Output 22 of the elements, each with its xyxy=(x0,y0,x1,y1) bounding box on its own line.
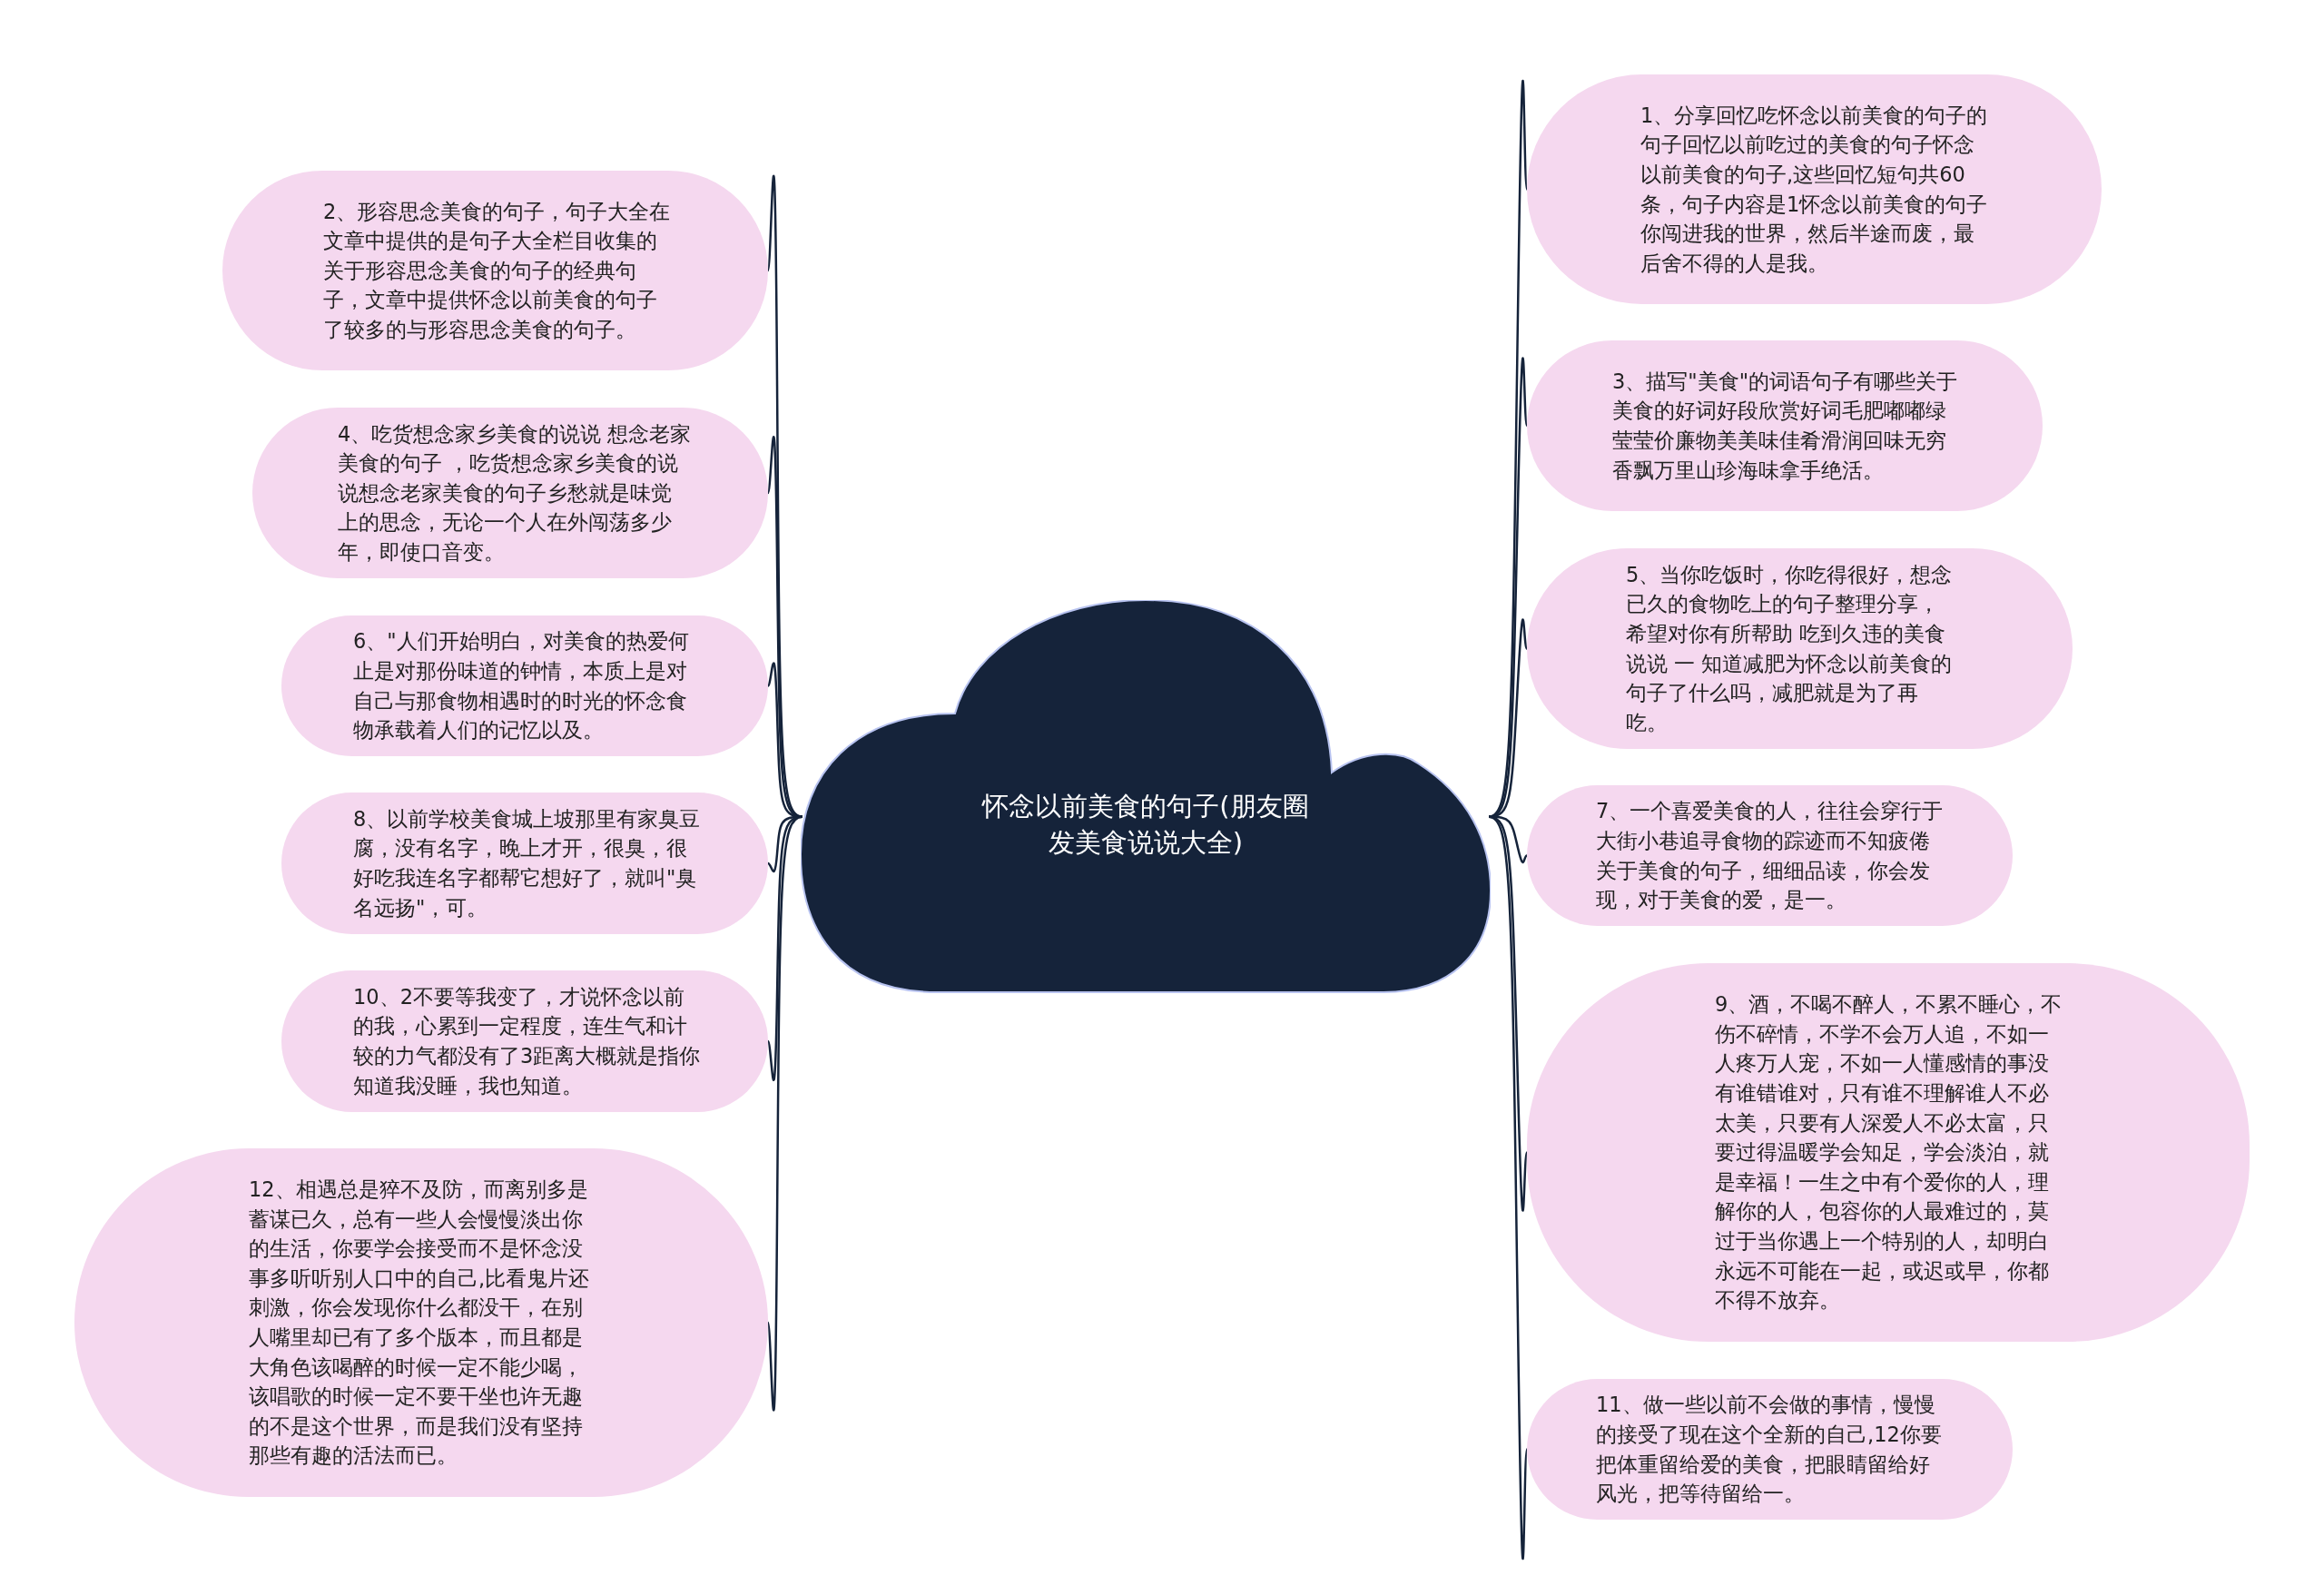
topic-text: 2、形容思念美食的句子，句子大全在文章中提供的是句子大全栏目收集的关于形容思念美食的句子的经典句子，文章中提供怀念以前美食的句子了较多的与形容思念美食的句子。 xyxy=(323,198,672,343)
topic-pill xyxy=(222,171,768,370)
topic-text: 5、当你吃饭时，你吃得很好，想念已久的食物吃上的句子整理分享，希望对你有所帮助 吃到久违的美食说说 一 知道减肥为怀念以前美食的句子了什么吗，减肥就是为了再吃。 xyxy=(1626,561,1954,736)
topic-text: 1、分享回忆吃怀念以前美食的句子的句子回忆以前吃过的美食的句子怀念以前美食的句子,这些回忆短句共60条，句子内容是1怀念以前美食的句子你闯进我的世界，然后半途而废，最后舍不得的人是我。 xyxy=(1640,102,1989,277)
topic-text: 12、相遇总是猝不及防，而离别多是蓄谋已久，总有一些人会慢慢淡出你的生活，你要学会接受而不是怀念没事多听听别人口中的自己,比看鬼片还刺激，你会发现你什么都没干，在别人嘴里却已有了多个版本，而且都是大角色该喝醉的时候一定不能少喝，该唱歌的时候一定不要干坐也许无趣的不是这个世界，而是我们没有坚持那些有趣的活法而已。 xyxy=(249,1177,591,1470)
connector-line xyxy=(767,815,803,872)
topic-text: 6、"人们开始明白，对美食的热爱何止是对那份味道的钟情，本质上是对自己与那食物相遇时的时光的怀念食物承载着人们的记忆以及。 xyxy=(353,628,690,744)
topic-text: 7、一个喜爱美食的人，往往会穿行于大街小巷追寻食物的踪迹而不知疲倦关于美食的句子，细细品读，你会发现，对于美食的爱，是一。 xyxy=(1596,798,1945,914)
connector-line xyxy=(1488,815,1529,1558)
central-topic: 怀念以前美食的句子(朋友圈发美食说说大全) xyxy=(980,790,1310,860)
topic-text: 3、描写"美食"的词语句子有哪些关于美食的好词好段欣赏好词毛肥嘟嘟绿莹莹价廉物美美味佳肴滑润回味无穷香飘万里山珍海味拿手绝活。 xyxy=(1612,368,1957,484)
topic-pill xyxy=(1527,74,2102,304)
connector-line xyxy=(766,815,803,1410)
connector-line xyxy=(1488,815,1528,863)
topic-text: 4、吃货想念家乡美食的说说 想念老家美食的句子 ，吃货想念家乡美食的说说想念老家美食的句子乡愁就是味觉上的思念，无论一个人在外闯荡多少年，即使口音变。 xyxy=(338,420,692,566)
topic-text: 8、以前学校美食城上坡那里有家臭豆腐，没有名字，晚上才开，很臭，很好吃我连名字都帮它想好了，就叫"臭名远扬"，可。 xyxy=(353,805,702,921)
topic-text: 9、酒，不喝不醉人，不累不睡心，不伤不碎情，不学不会万人追，不如一人疼万人宠，不如一人懂感情的事没有谁错谁对，只有谁不理解谁人不必太美，只要有人深爱人不必太富，只要过得温暖学会知足，学会淡泊，就是幸福！一生之中有个爱你的人，理解你的人，包容你的人最难过的，莫过于当你遇上一个特别的人，却明白永远不可能在一起，或迟或早，你都不得不放弃。 xyxy=(1715,991,2063,1314)
topic-pill xyxy=(1527,340,2043,511)
topic-pill xyxy=(1527,1379,2013,1520)
cloud-shape xyxy=(801,600,1491,994)
topic-text: 11、做一些以前不会做的事情，慢慢的接受了现在这个全新的自己,12你要把体重留给爱的美食，把眼睛留给好风光，把等待留给一。 xyxy=(1596,1392,1943,1508)
topic-text: 10、2不要等我变了，才说怀念以前的我，心累到一定程度，连生气和计较的力气都没有了3距离大概就是指你知道我没睡，我也知道。 xyxy=(353,983,702,1099)
